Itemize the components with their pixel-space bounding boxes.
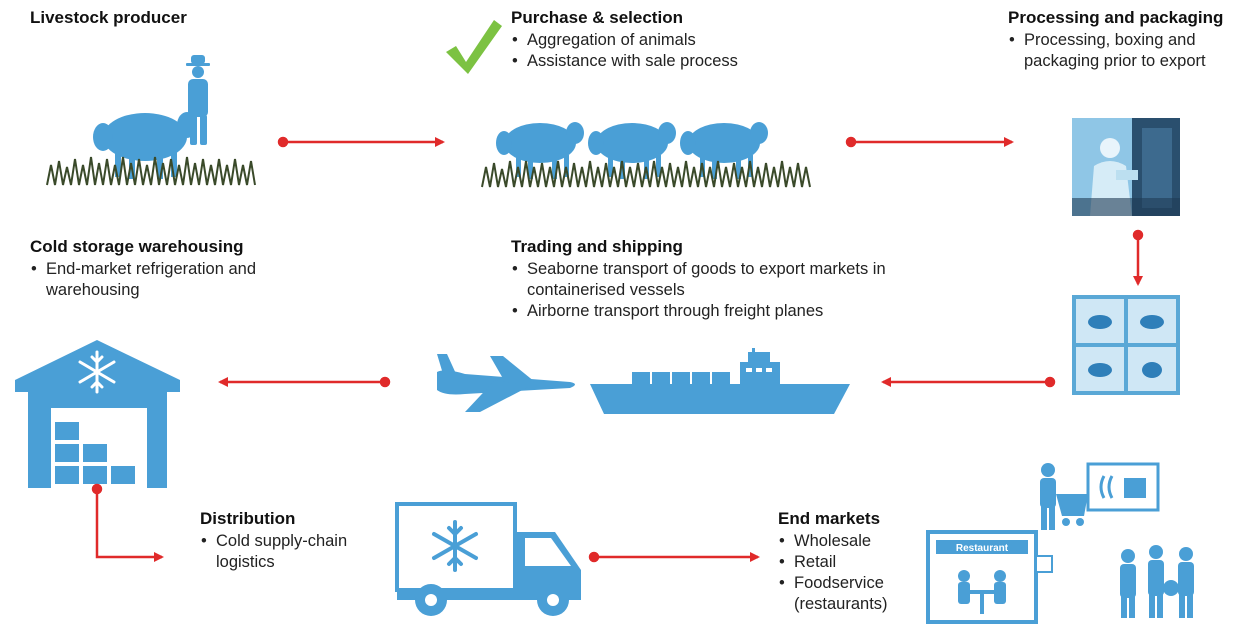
bullet-item: Foodservice (restaurants) xyxy=(778,573,923,615)
bullet-item: Wholesale xyxy=(778,531,923,552)
people-icon xyxy=(1120,545,1194,618)
stage-title: Cold storage warehousing xyxy=(30,237,244,256)
bullet-list: End-market refrigeration and warehousing xyxy=(30,259,290,301)
stage-purchase-selection: Purchase & selection Aggregation of anim… xyxy=(511,8,811,72)
arrow-shipping-to-storage xyxy=(218,376,391,388)
snowflake-icon xyxy=(432,520,478,572)
bullet-item: Airborne transport through freight plane… xyxy=(511,301,891,322)
stage-title: Livestock producer xyxy=(30,8,187,27)
stage-livestock-producer: Livestock producer xyxy=(30,8,260,28)
meat-boxes-photo xyxy=(1072,295,1180,395)
arrow-storage-to-distribution xyxy=(91,483,164,562)
bullet-item: End-market refrigeration and warehousing xyxy=(30,259,290,301)
stage-title: Trading and shipping xyxy=(511,237,683,256)
bullet-item: Processing, boxing and packaging prior t… xyxy=(1008,30,1248,72)
grass-icon xyxy=(481,160,811,188)
livestock-illustration xyxy=(46,55,256,186)
stage-title: Distribution xyxy=(200,509,296,528)
end-markets-illustration: Restaurant xyxy=(926,462,1194,624)
arrow-livestock-to-purchase xyxy=(277,136,445,148)
truck-icon xyxy=(395,502,581,616)
bullet-list: Processing, boxing and packaging prior t… xyxy=(1008,30,1248,72)
snowflake-icon xyxy=(78,350,116,394)
arrow-distribution-to-end-markets xyxy=(588,551,760,563)
airplane-icon xyxy=(437,354,575,412)
bullet-item: Cold supply-chain logistics xyxy=(200,531,385,573)
bullet-item: Assistance with sale process xyxy=(511,51,811,72)
stage-title: Processing and packaging xyxy=(1008,8,1224,27)
bullet-list: Seaborne transport of goods to export ma… xyxy=(511,259,891,322)
bullet-list: Cold supply-chain logistics xyxy=(200,531,385,573)
purchase-illustration xyxy=(481,122,811,188)
bullet-item: Seaborne transport of goods to export ma… xyxy=(511,259,891,301)
restaurant-sign: Restaurant xyxy=(956,543,1009,554)
ship-icon xyxy=(590,348,850,414)
stage-end-markets: End markets Wholesale Retail Foodservice… xyxy=(778,509,923,615)
stage-title: Purchase & selection xyxy=(511,8,683,27)
stage-processing-packaging: Processing and packaging Processing, box… xyxy=(1008,8,1248,72)
check-icon xyxy=(446,20,502,74)
stage-trading-shipping: Trading and shipping Seaborne transport … xyxy=(511,237,891,322)
bullet-item: Retail xyxy=(778,552,923,573)
sheep-icon xyxy=(496,122,584,179)
warehouse-icon xyxy=(15,340,180,488)
shopper-icon xyxy=(1040,462,1160,530)
stage-cold-storage: Cold storage warehousing End-market refr… xyxy=(30,237,290,301)
bullet-list: Wholesale Retail Foodservice (restaurant… xyxy=(778,531,923,615)
stage-title: End markets xyxy=(778,509,881,528)
arrow-processing-to-boxes xyxy=(1132,229,1144,286)
stage-distribution: Distribution Cold supply-chain logistics xyxy=(200,509,385,573)
arrow-purchase-to-processing xyxy=(845,136,1014,148)
bullet-item: Aggregation of animals xyxy=(511,30,811,51)
grass-icon xyxy=(46,156,256,186)
processing-photo xyxy=(1072,118,1180,216)
bullet-list: Aggregation of animals Assistance with s… xyxy=(511,30,811,72)
arrow-boxes-to-shipping xyxy=(881,376,1056,388)
restaurant-icon xyxy=(926,530,1053,624)
